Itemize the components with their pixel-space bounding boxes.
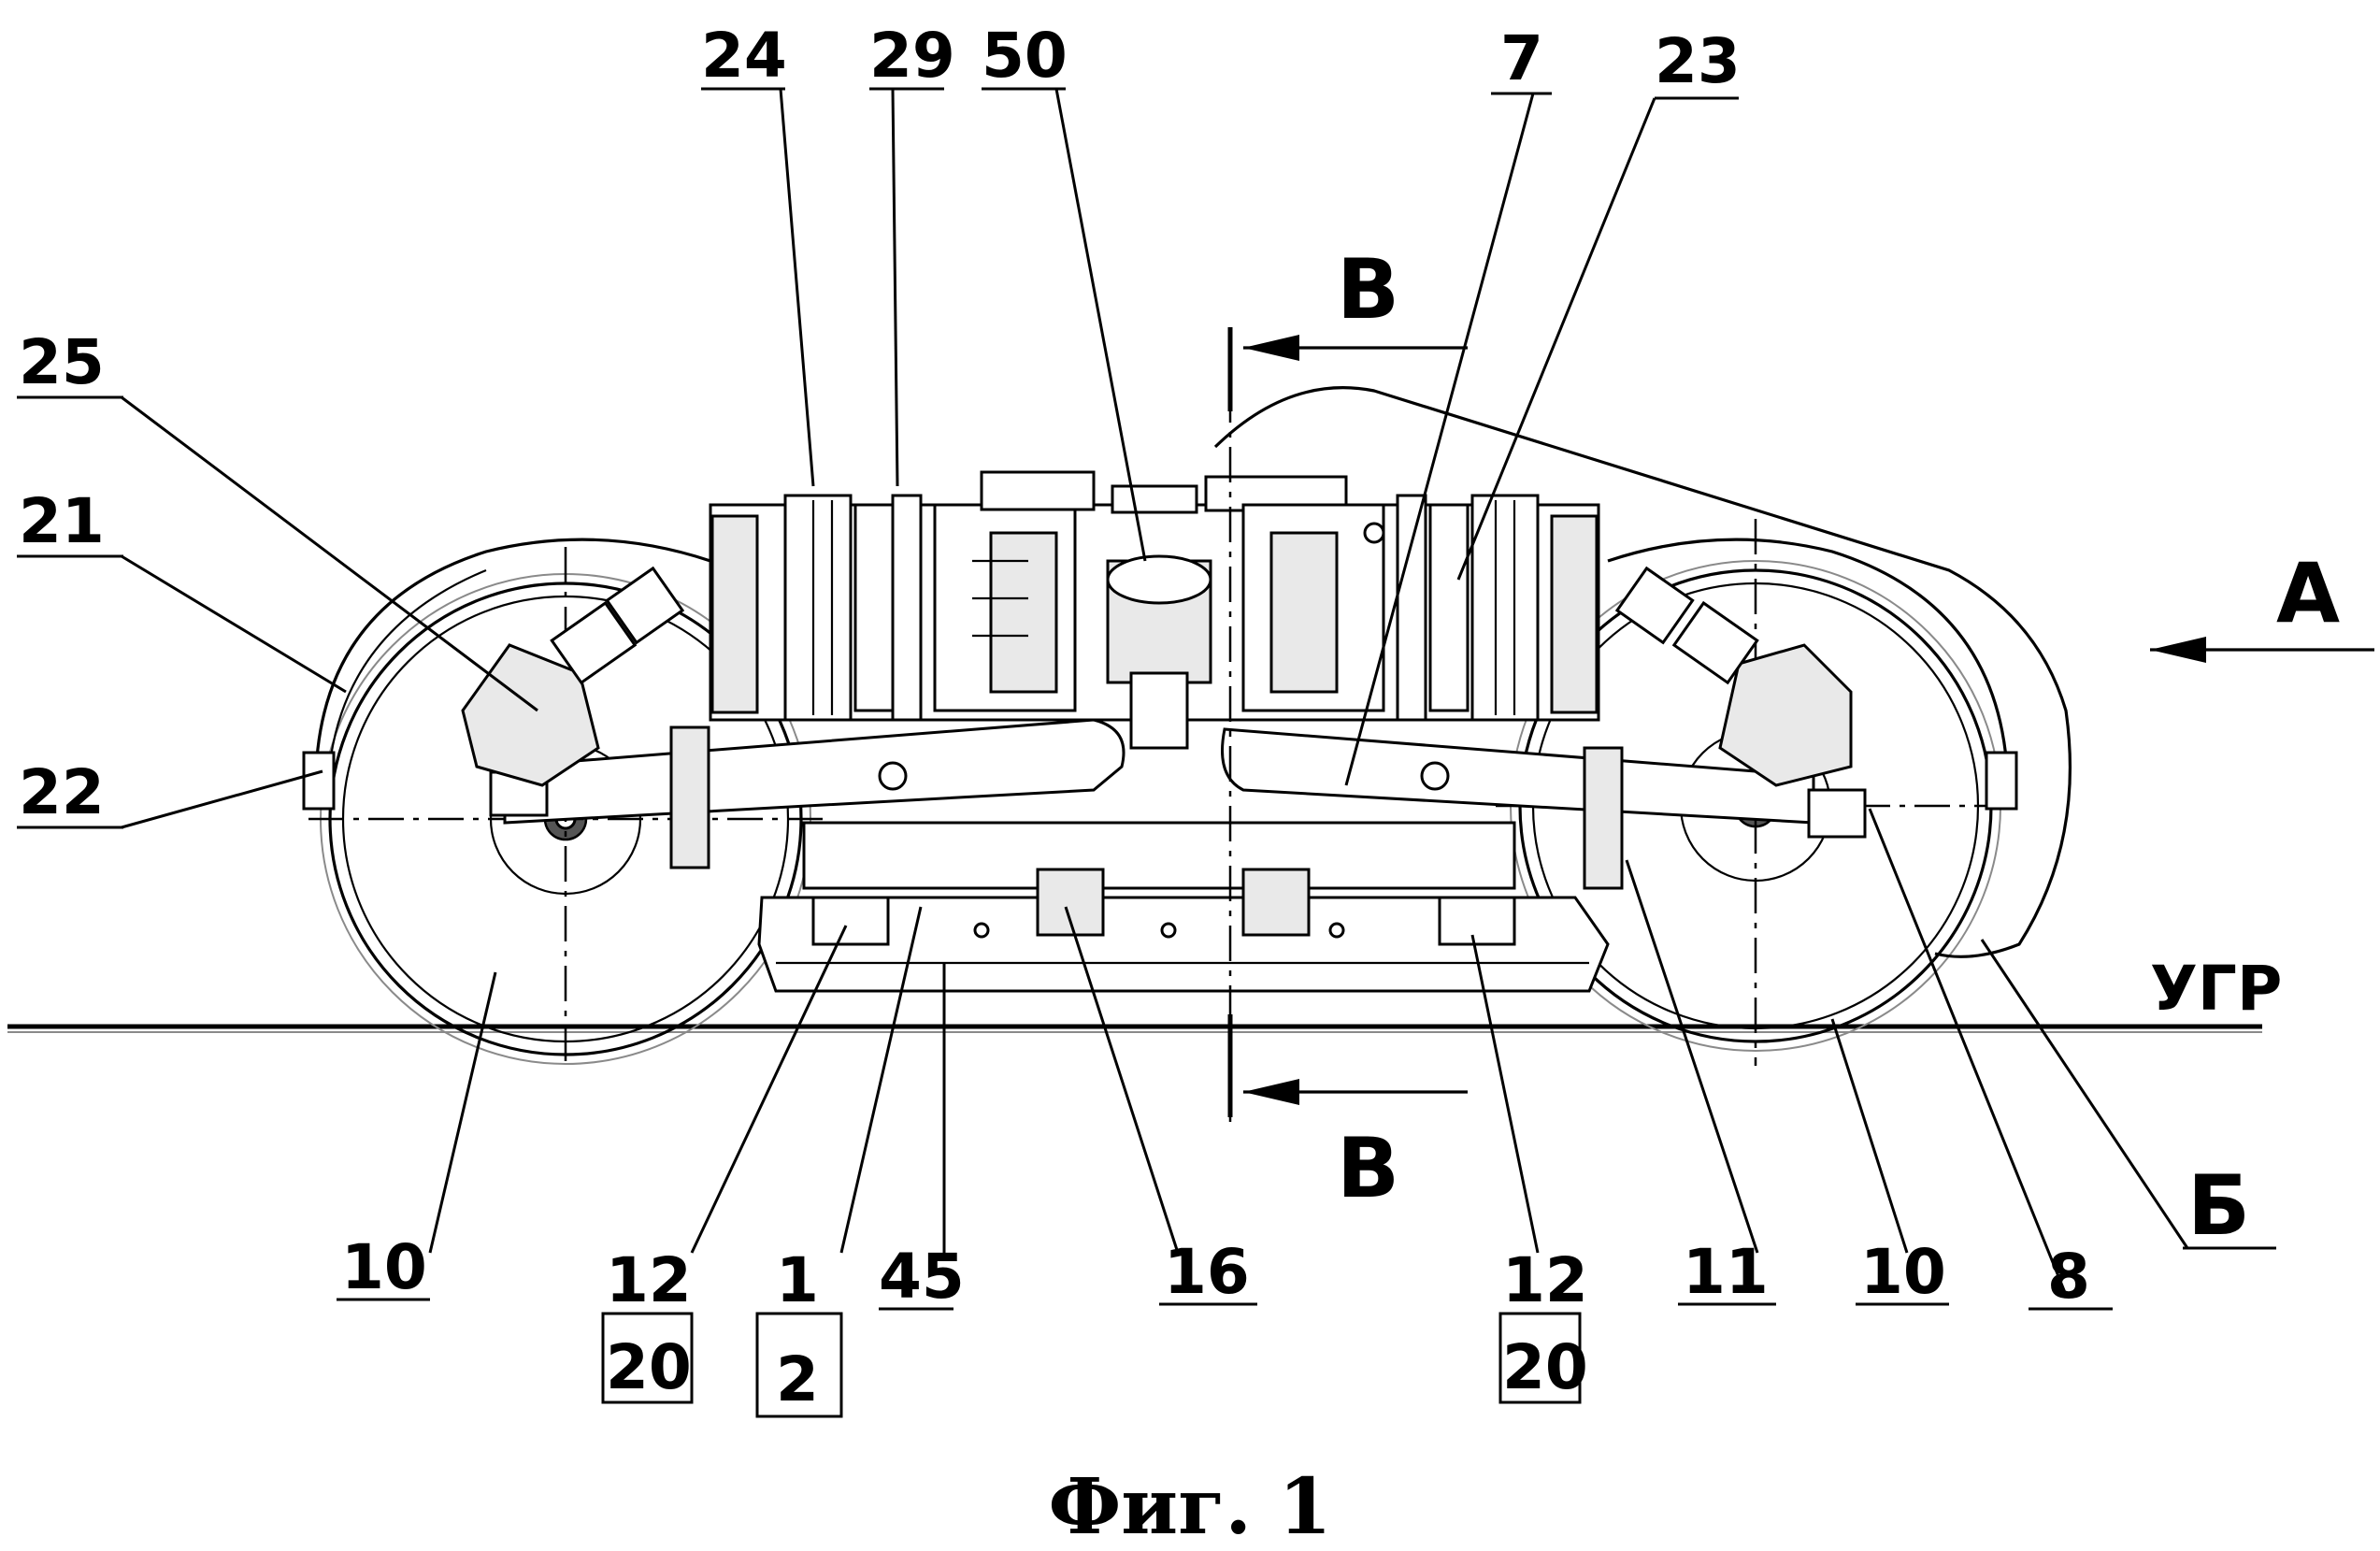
label-24: 24 [701,20,787,92]
reference-labels: 24 29 50 7 23 25 21 22 10 12 20 1 2 45 1… [19,20,2340,1415]
label-23: 23 [1655,25,1741,97]
label-12-right: 12 [1502,1244,1588,1316]
label-45: 45 [879,1241,965,1313]
label-7: 7 [1500,22,1543,94]
section-arrow-bottom [1243,1079,1468,1105]
right-axle-box [1614,566,1853,787]
label-1: 1 [776,1244,819,1316]
right-suspension-arm [1221,727,1867,890]
left-fender [302,538,711,811]
leader-lines [17,87,2276,1315]
label-ugr: УГР [2150,953,2282,1025]
right-fender [1607,538,2018,811]
label-25: 25 [19,326,105,398]
label-section-v-top: В [1337,241,1399,337]
label-10-left: 10 [341,1231,427,1303]
left-suspension-arm [489,718,1125,869]
label-20-left: 20 [606,1331,692,1403]
label-29: 29 [869,20,955,92]
label-b-contour: Б [2187,1157,2250,1254]
label-view-a: А [2276,545,2340,641]
label-20-right: 20 [1502,1331,1588,1403]
label-11: 11 [1683,1236,1769,1308]
label-10-right: 10 [1860,1236,1946,1308]
figure-caption: Фиг. 1 [1048,1462,1331,1551]
label-12-left: 12 [606,1244,692,1316]
rail-head-line [7,1024,2262,1033]
central-motor-block [709,470,1600,750]
left-axle-box [461,566,685,787]
track-shoe [757,821,1610,993]
label-16: 16 [1164,1236,1250,1308]
label-2: 2 [776,1343,819,1415]
label-22: 22 [19,756,105,828]
label-50: 50 [982,20,1068,92]
view-arrow-a [2150,637,2374,663]
label-section-v-bottom: В [1337,1120,1399,1216]
label-8: 8 [2047,1241,2090,1313]
label-21: 21 [19,485,105,557]
label-frames [601,1312,1582,1418]
section-arrow-top [1243,335,1468,361]
